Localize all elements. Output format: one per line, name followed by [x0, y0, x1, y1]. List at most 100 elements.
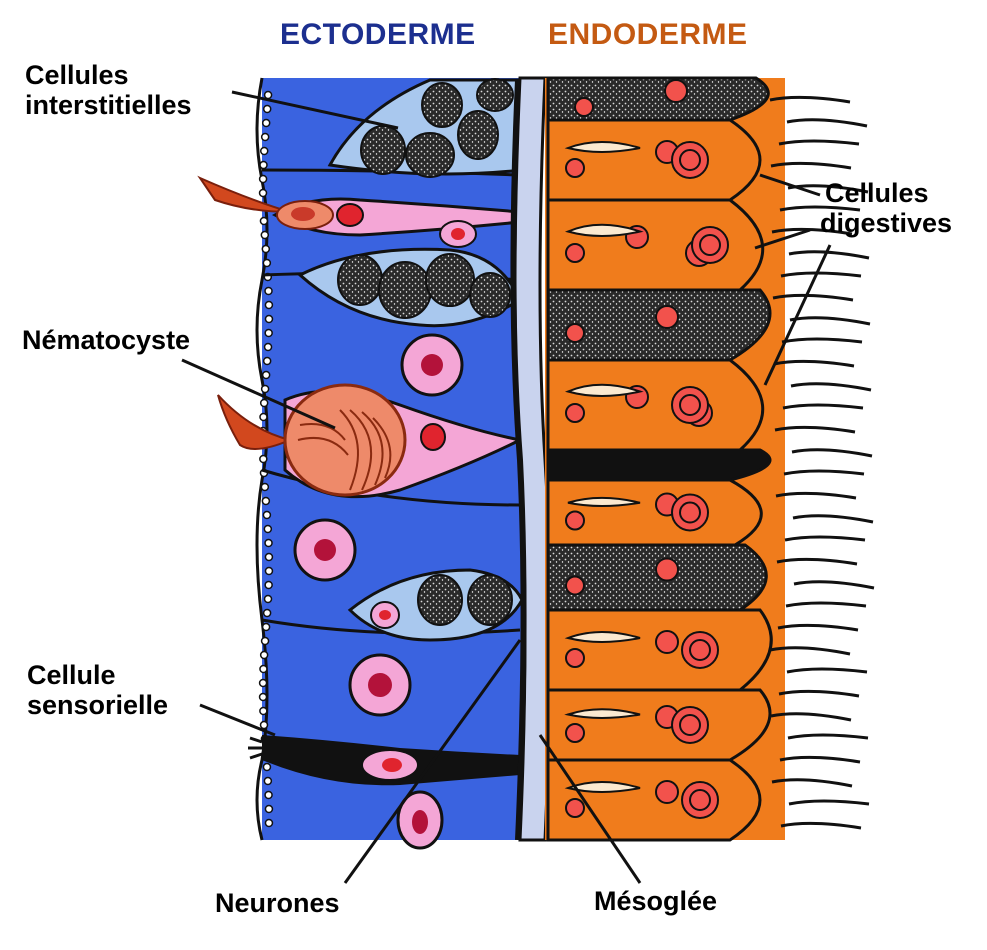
flagellum: [781, 337, 863, 344]
pore: [259, 216, 269, 226]
flagellum: [783, 469, 865, 476]
pore: [262, 356, 272, 366]
pore: [264, 328, 273, 338]
label-mesoglee: Mésoglée: [594, 886, 718, 916]
pore: [263, 594, 273, 604]
food-vacuole: [655, 557, 679, 582]
food-vacuole: [574, 97, 594, 117]
flagellum: [769, 646, 851, 656]
pore: [264, 286, 273, 296]
vacuole: [564, 781, 641, 793]
pore: [261, 370, 271, 380]
flagellum: [778, 689, 860, 698]
leader-digestive-3: [763, 244, 832, 386]
pore: [259, 146, 269, 156]
leader-neurones: [343, 639, 522, 884]
endoderm-layer: [545, 76, 875, 842]
food-vacuole: [664, 79, 688, 103]
flagellum: [773, 359, 855, 368]
pore: [259, 720, 269, 730]
flagellum: [790, 382, 872, 392]
food-vacuole: [565, 323, 585, 343]
flagellum: [786, 667, 868, 674]
pore: [263, 342, 273, 352]
pore: [258, 692, 268, 702]
flagellum: [780, 271, 862, 278]
pore: [259, 160, 268, 170]
digestive-cell: [546, 448, 772, 482]
neuron-fiber: [510, 79, 527, 841]
flagellum: [791, 448, 873, 458]
free-cell-2: [293, 518, 357, 582]
flagellum: [777, 623, 859, 632]
flagellum: [793, 580, 875, 590]
nucleus: [671, 493, 709, 532]
pore: [262, 104, 272, 114]
pore: [263, 90, 273, 100]
nucleolus: [699, 234, 721, 256]
label-cellule-sensorielle-line2: sensorielle: [27, 690, 169, 720]
flagellum: [770, 161, 852, 170]
pore: [262, 510, 272, 520]
nucleus: [691, 226, 729, 264]
food-vacuole: [565, 798, 585, 818]
pore: [261, 244, 271, 254]
label-cellule-sensorielle-line1: Cellule: [27, 660, 116, 690]
pore: [263, 776, 273, 786]
free-cell-4: [396, 790, 444, 850]
flagellum: [788, 250, 870, 260]
nucleus: [681, 781, 719, 819]
nucleus: [671, 386, 709, 424]
flagellum: [787, 733, 869, 740]
food-vacuole: [565, 575, 585, 596]
pore: [259, 412, 268, 422]
leader-interstitial: [231, 90, 399, 130]
flagellum: [788, 799, 870, 806]
pore: [259, 398, 269, 408]
pore: [261, 118, 271, 128]
leader-mesoglee: [538, 734, 642, 884]
pore: [264, 580, 273, 590]
ectoderme-title: ECTODERME: [280, 18, 476, 51]
flagellum: [779, 755, 861, 764]
label-cellules-interstitielles-line2: interstitielles: [25, 90, 192, 120]
pore: [264, 314, 274, 324]
pore: [258, 678, 268, 688]
leader-lines: [181, 90, 832, 884]
label-cellules-digestives-line1: Cellules: [825, 178, 929, 208]
food-vacuole: [655, 630, 679, 654]
vacuole: [564, 383, 644, 397]
surface-pores: [258, 90, 274, 828]
food-vacuole: [565, 648, 585, 668]
flagellum: [776, 557, 858, 566]
pore: [260, 636, 270, 646]
flagellum: [779, 205, 861, 212]
flagellum: [792, 514, 874, 524]
digestive-cells: [546, 76, 773, 842]
leader-digestive-1: [759, 173, 821, 197]
pore: [258, 174, 268, 184]
leader-nematocyste: [181, 358, 336, 430]
food-vacuole: [565, 510, 585, 531]
label-nematocyste: Nématocyste: [22, 325, 191, 355]
flagella: [769, 95, 875, 830]
flagellum: [785, 601, 867, 608]
pore: [260, 384, 270, 394]
nucleolus: [679, 149, 701, 171]
endoderme-title: ENDODERME: [548, 18, 748, 51]
flagellum: [786, 118, 868, 128]
nucleus: [671, 141, 709, 179]
vacuole: [564, 708, 641, 719]
label-cellules-interstitielles-line1: Cellules: [25, 60, 129, 90]
flagellum: [770, 712, 852, 722]
pore: [264, 538, 273, 548]
food-vacuole: [565, 403, 585, 423]
pore: [258, 188, 268, 198]
pore: [260, 132, 270, 142]
flagellum: [775, 491, 857, 500]
nucleolus: [679, 714, 701, 736]
flagellum: [782, 403, 864, 410]
interstitial-cell-top: [327, 78, 524, 178]
pore: [262, 608, 272, 618]
